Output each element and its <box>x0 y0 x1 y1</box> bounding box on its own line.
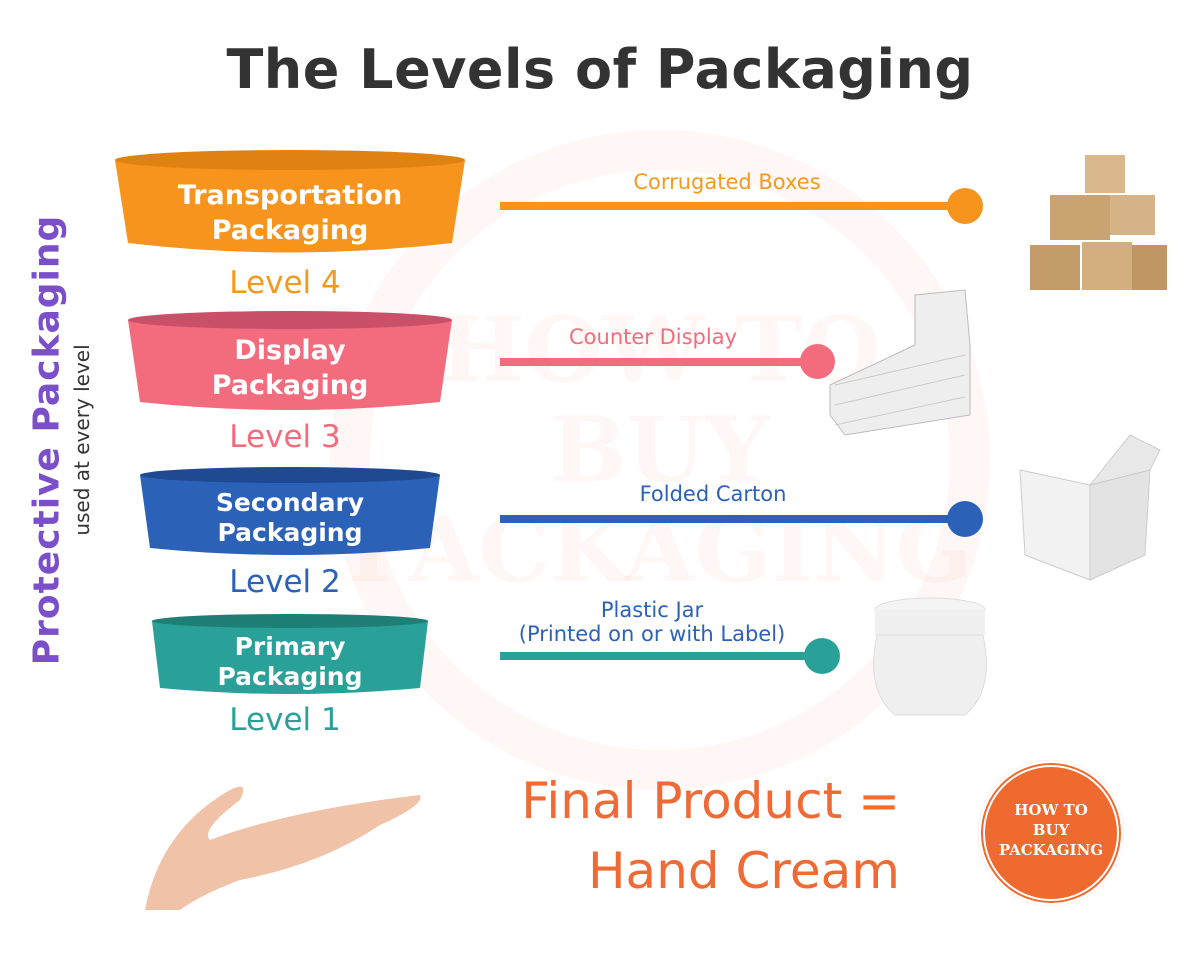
example-counter-display: Counter Display <box>569 325 737 349</box>
connector-dot-1 <box>804 638 840 674</box>
tier-3-shape <box>128 311 452 410</box>
tier-1-shape <box>152 614 428 694</box>
corrugated-boxes-image <box>1030 155 1167 290</box>
connector-line-1 <box>500 652 822 660</box>
plastic-jar-image <box>873 597 987 716</box>
funnel-graphic <box>115 150 465 694</box>
tier-4-shape <box>115 150 465 253</box>
page-title: The Levels of Packaging <box>226 38 974 101</box>
tier-4-level: Level 4 <box>229 265 341 301</box>
example-plastic-jar: Plastic Jar(Printed on or with Label) <box>518 598 786 646</box>
tier-2-level: Level 2 <box>229 564 341 600</box>
example-corrugated-boxes: Corrugated Boxes <box>633 170 821 194</box>
connector-dot-2 <box>947 501 983 537</box>
final-product-line2: Hand Cream <box>587 842 900 900</box>
connector-line-2 <box>500 515 965 523</box>
counter-display-image <box>829 289 971 436</box>
tier-2-shape <box>140 467 440 555</box>
tier-3-level: Level 3 <box>229 419 341 455</box>
final-product-line1: Final Product = <box>521 772 900 830</box>
example-folded-carton: Folded Carton <box>639 482 787 506</box>
hands-image <box>145 786 421 910</box>
connector-line-3 <box>500 358 818 366</box>
connector-dot-3 <box>800 344 835 379</box>
connector-line-4 <box>500 202 965 210</box>
connector-dot-4 <box>947 188 983 224</box>
tier-1-level: Level 1 <box>229 702 341 738</box>
folded-carton-image <box>1019 434 1161 581</box>
